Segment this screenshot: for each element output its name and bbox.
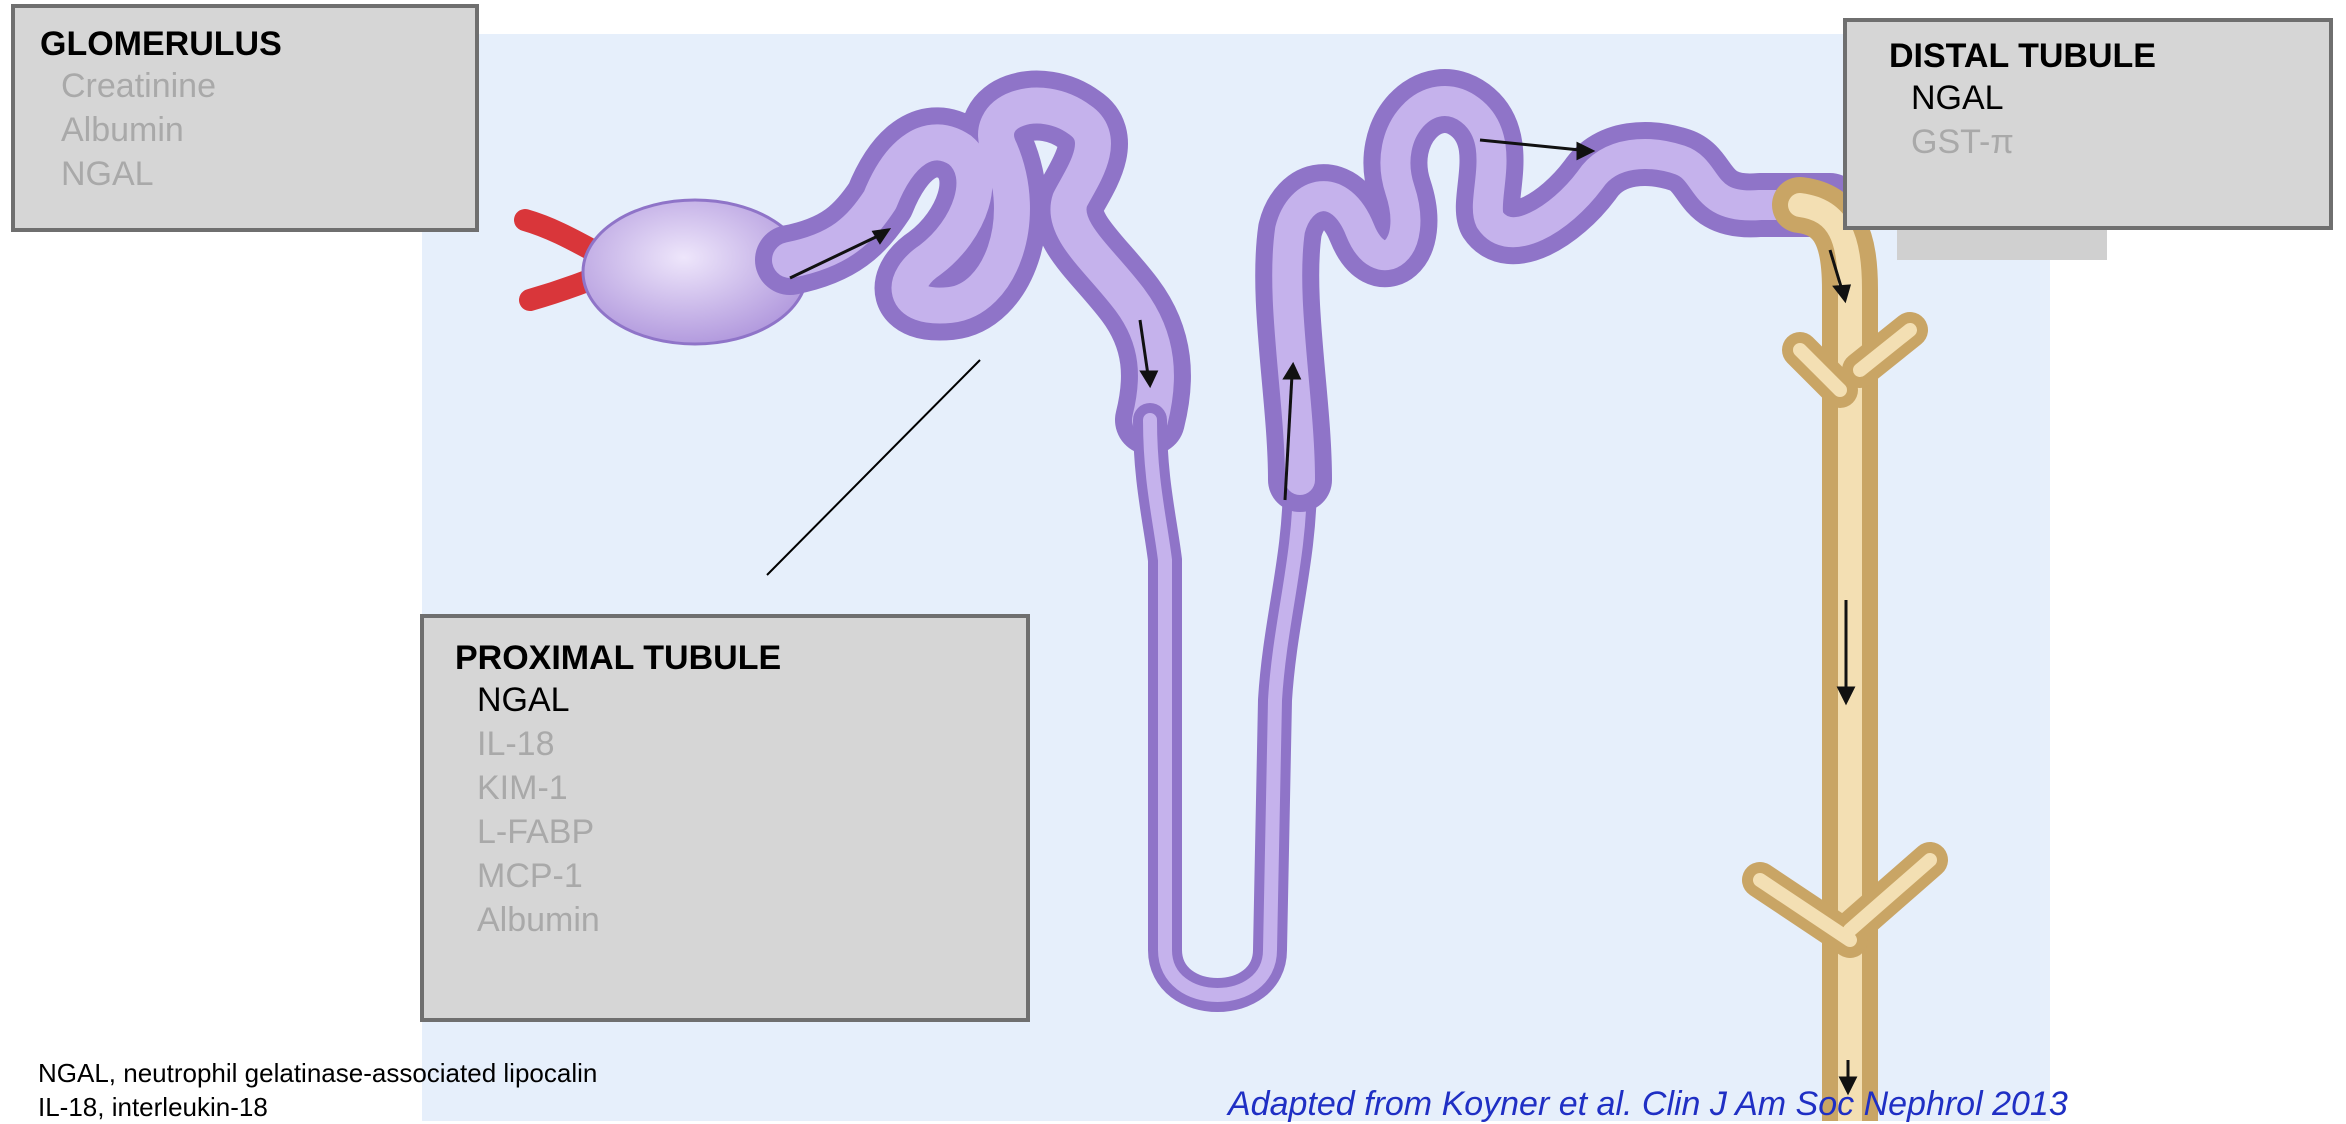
proximal-tubule-title: PROXIMAL TUBULE (455, 638, 1026, 678)
distal-biomarker: GST-π (1889, 120, 2329, 164)
proximal-biomarker: L-FABP (455, 810, 1026, 854)
distal-tubule (1287, 101, 1830, 480)
proximal-biomarker: KIM-1 (455, 766, 1026, 810)
proximal-biomarker: IL-18 (455, 722, 1026, 766)
proximal-biomarker: NGAL (455, 678, 1026, 722)
distal-biomarker: NGAL (1889, 76, 2329, 120)
proximal-biomarker: MCP-1 (455, 854, 1026, 898)
glomerulus-title: GLOMERULUS (40, 24, 475, 64)
glomerulus-biomarker: Creatinine (40, 64, 475, 108)
glomerulus-biomarker: Albumin (40, 108, 475, 152)
glomerulus-box: GLOMERULUS Creatinine Albumin NGAL (11, 4, 479, 232)
footnote-il18: IL-18, interleukin-18 (38, 1092, 268, 1123)
proximal-pointer-line (767, 360, 980, 575)
footnote-ngal: NGAL, neutrophil gelatinase-associated l… (38, 1058, 597, 1089)
proximal-biomarker: Albumin (455, 898, 1026, 942)
citation: Adapted from Koyner et al. Clin J Am Soc… (1228, 1085, 2068, 1124)
proximal-tubule-box: PROXIMAL TUBULE NGAL IL-18 KIM-1 L-FABP … (420, 614, 1030, 1022)
distal-tubule-title: DISTAL TUBULE (1889, 36, 2329, 76)
distal-tubule-box: DISTAL TUBULE NGAL GST-π (1843, 18, 2333, 230)
distal-box-shadow (1897, 230, 2107, 260)
glomerulus-biomarker: NGAL (40, 152, 475, 196)
